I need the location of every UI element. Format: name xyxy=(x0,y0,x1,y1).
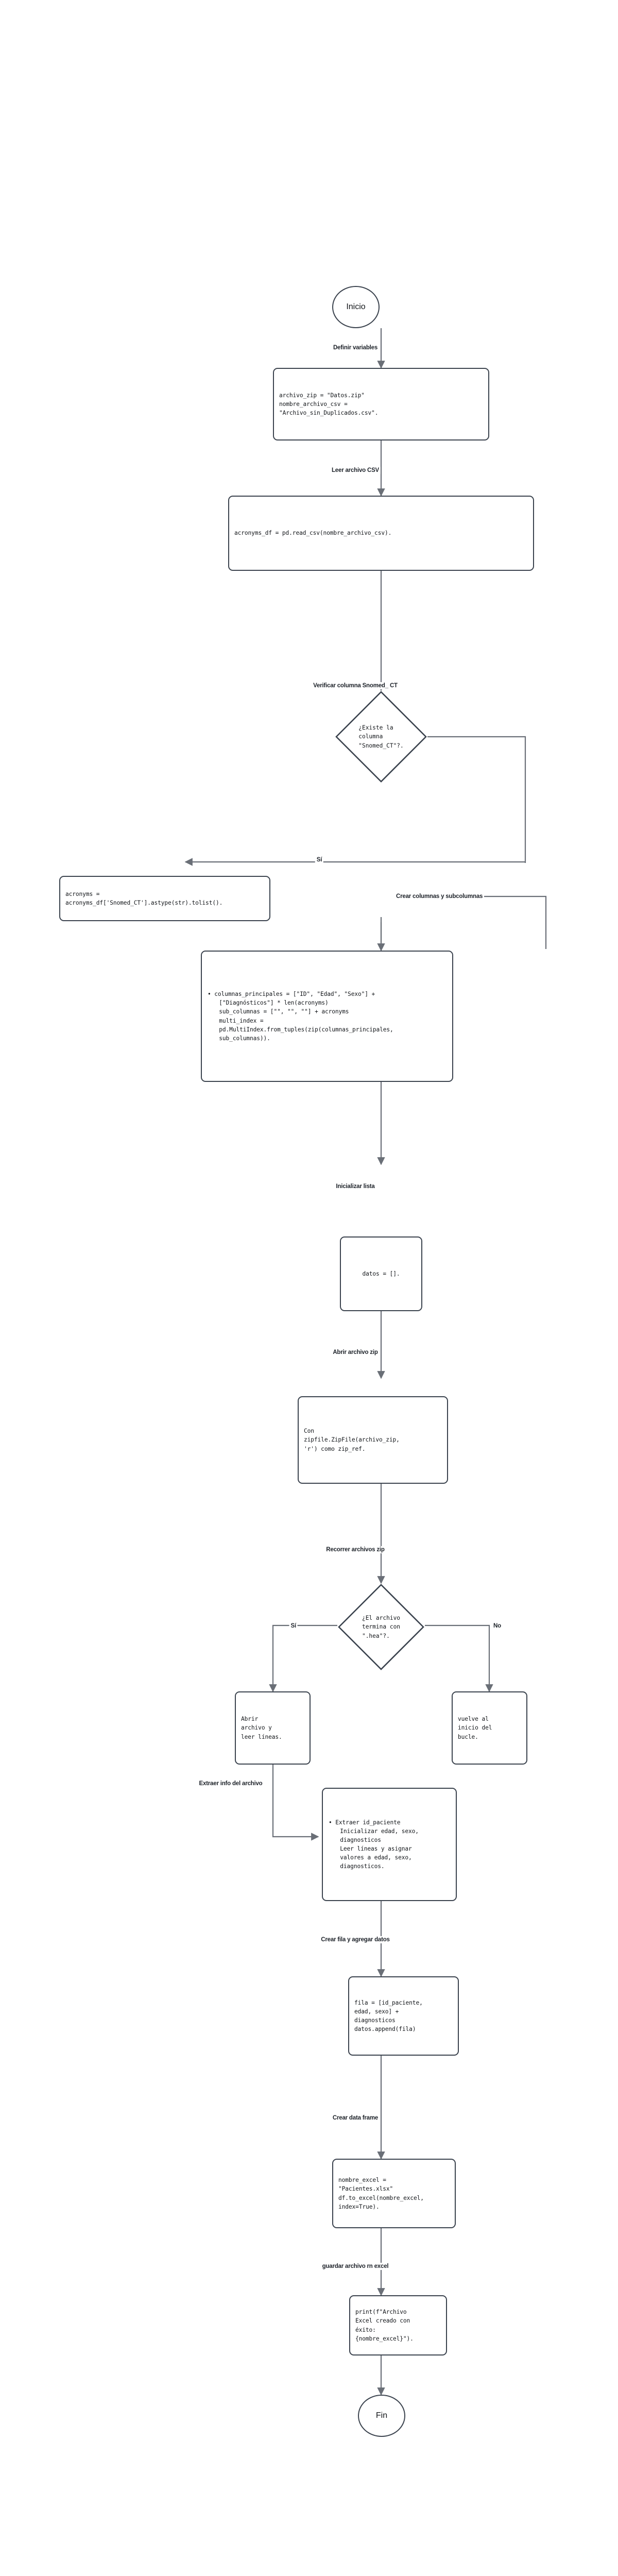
node-crear-columnas-text: • columnas_principales = ["ID", "Edad", … xyxy=(208,991,393,1042)
node-extraer-info-text: • Extraer id_paciente Inicializar edad, … xyxy=(329,1819,419,1870)
node-end[interactable]: Fin xyxy=(358,2395,405,2437)
node-abrir-zip[interactable]: Con zipfile.ZipFile(archivo_zip, 'r') co… xyxy=(298,1396,448,1484)
node-crear-data-frame[interactable]: nombre_excel = "Pacientes.xlsx" df.to_ex… xyxy=(332,2159,456,2228)
node-start[interactable]: Inicio xyxy=(332,286,380,328)
node-inicializar-lista[interactable]: datos = []. xyxy=(340,1236,422,1311)
node-decision-columna[interactable]: ¿Existe la columna "Snomed_CT"?. xyxy=(335,690,427,783)
edge-label-guardar-excel: guardar archivo rn excel xyxy=(320,2263,390,2270)
edge-label-inicializar-lista: Inicializar lista xyxy=(334,1183,376,1190)
node-vuelve-bucle[interactable]: vuelve al inicio del bucle. xyxy=(452,1691,527,1765)
node-abrir-archivo-leer-text: Abrir archivo y leer líneas. xyxy=(241,1716,282,1740)
node-decision-hea[interactable]: ¿El archivo termina con ".hea"?. xyxy=(337,1583,425,1671)
node-crear-fila[interactable]: fila = [id_paciente, edad, sexo] + diagn… xyxy=(348,1976,459,2056)
decision-hea-shape xyxy=(338,1584,424,1670)
decision-columna-shape xyxy=(335,691,427,783)
node-definir-variables[interactable]: archivo_zip = "Datos.zip" nombre_archivo… xyxy=(273,368,489,440)
edge-label-si-2: Sí xyxy=(289,1622,298,1630)
node-leer-csv[interactable]: acronyms_df = pd.read_csv(nombre_archivo… xyxy=(228,496,534,571)
edge-openfile-extract xyxy=(272,1765,319,1841)
node-crear-fila-text: fila = [id_paciente, edad, sexo] + diagn… xyxy=(354,1999,423,2033)
edge-label-si-1: Sí xyxy=(315,856,324,863)
edge-label-verificar-columna: Verificar columna Snomed_ CT xyxy=(312,682,399,689)
node-abrir-zip-text: Con zipfile.ZipFile(archivo_zip, 'r') co… xyxy=(304,1428,400,1452)
node-leer-csv-text: acronyms_df = pd.read_csv(nombre_archivo… xyxy=(234,530,392,537)
edge-label-definir-variables: Definir variables xyxy=(331,344,380,351)
node-vuelve-bucle-text: vuelve al inicio del bucle. xyxy=(458,1716,492,1740)
edge-decision2-si xyxy=(269,1624,337,1692)
edge-label-extraer-info: Extraer info del archivo xyxy=(197,1780,264,1787)
node-crear-data-frame-text: nombre_excel = "Pacientes.xlsx" df.to_ex… xyxy=(338,2177,424,2210)
edge-to-columnas-right xyxy=(464,895,547,949)
edge-label-recorrer-archivos: Recorrer archivos zip xyxy=(324,1546,386,1553)
node-crear-columnas[interactable]: • columnas_principales = ["ID", "Edad", … xyxy=(201,951,453,1082)
node-acronyms-text: acronyms = acronyms_df['Snomed_CT'].asty… xyxy=(65,890,223,906)
node-definir-variables-text: archivo_zip = "Datos.zip" nombre_archivo… xyxy=(279,392,379,416)
edge-label-leer-archivo-csv: Leer archivo CSV xyxy=(330,467,381,474)
edge-label-crear-data-frame: Crear data frame xyxy=(331,2114,380,2122)
node-print-exito-text: print(f"Archivo Excel creado con éxito: … xyxy=(355,2309,414,2342)
edge-label-abrir-zip: Abrir archivo zip xyxy=(331,1349,380,1356)
node-acronyms[interactable]: acronyms = acronyms_df['Snomed_CT'].asty… xyxy=(59,876,270,921)
node-print-exito[interactable]: print(f"Archivo Excel creado con éxito: … xyxy=(349,2295,447,2355)
node-extraer-info[interactable]: • Extraer id_paciente Inicializar edad, … xyxy=(322,1788,457,1901)
node-start-label: Inicio xyxy=(346,302,366,311)
node-inicializar-lista-text: datos = []. xyxy=(362,1270,400,1277)
edge-label-crear-columnas: Crear columnas y subcolumnas xyxy=(394,893,485,900)
edge-label-no-2: No xyxy=(492,1622,503,1630)
edge-label-crear-fila: Crear fila y agregar datos xyxy=(319,1936,391,1943)
edge-decision-si-seg1 xyxy=(427,736,526,863)
node-end-label: Fin xyxy=(375,2411,388,2420)
edge-decision2-no xyxy=(425,1624,493,1692)
node-abrir-archivo-leer[interactable]: Abrir archivo y leer líneas. xyxy=(235,1691,311,1765)
